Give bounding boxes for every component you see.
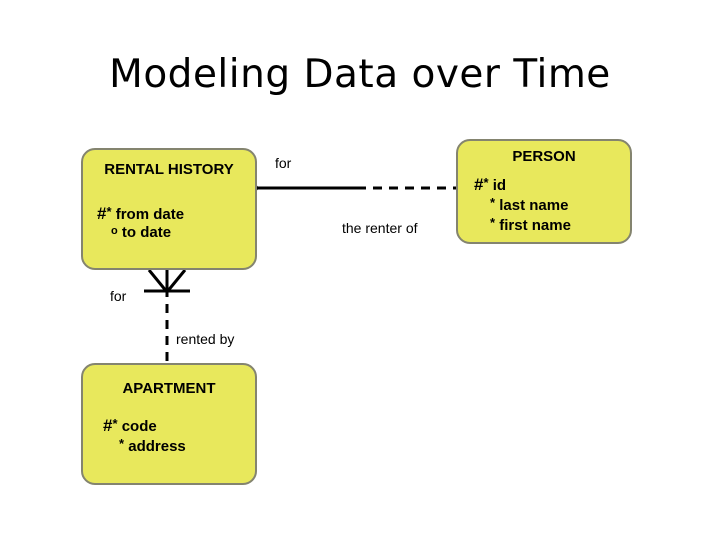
- mandatory-marker-icon: *: [119, 436, 125, 451]
- mandatory-marker-icon: *: [490, 195, 496, 210]
- attribute-list-person: #* id * last name * first name: [458, 174, 646, 234]
- attribute-label: last name: [499, 197, 569, 214]
- entity-rental-history[interactable]: RENTAL HISTORY #* from date o to date: [81, 148, 257, 270]
- attribute-list-apartment: #* code * address: [83, 415, 275, 455]
- page-title: Modeling Data over Time: [109, 52, 611, 97]
- entity-apartment[interactable]: APARTMENT #* code * address: [81, 363, 257, 485]
- primary-key-marker-icon: #: [474, 175, 484, 194]
- attribute-row: #* from date: [97, 203, 269, 223]
- entity-name-apartment: APARTMENT: [122, 380, 216, 397]
- relationship-label-the-renter-of: the renter of: [342, 220, 418, 236]
- relationship-label-for-person: for: [275, 155, 292, 171]
- relationship-label-for-apartment: for: [110, 288, 127, 304]
- attribute-row: * address: [103, 435, 275, 455]
- attribute-row: o to date: [97, 223, 269, 241]
- mandatory-marker-icon: *: [112, 416, 118, 431]
- attribute-label: id: [492, 177, 507, 194]
- attribute-row: #* id: [474, 174, 646, 194]
- primary-key-marker-icon: #: [103, 416, 113, 435]
- primary-key-marker-icon: #: [97, 204, 107, 223]
- mandatory-marker-icon: *: [483, 175, 489, 190]
- entity-name-rental-history: RENTAL HISTORY: [104, 161, 234, 178]
- entity-person[interactable]: PERSON #* id * last name * first name: [456, 139, 632, 244]
- optional-marker-icon: o: [111, 225, 118, 237]
- mandatory-marker-icon: *: [490, 215, 496, 230]
- attribute-row: * last name: [474, 194, 646, 214]
- attribute-row: * first name: [474, 214, 646, 234]
- attribute-list-rental-history: #* from date o to date: [83, 203, 269, 241]
- relationship-label-rented-by: rented by: [176, 331, 235, 347]
- attribute-row: #* code: [103, 415, 275, 435]
- attribute-label: address: [128, 438, 186, 455]
- entity-name-person: PERSON: [512, 148, 576, 165]
- mandatory-marker-icon: *: [106, 204, 112, 219]
- attribute-label: code: [121, 418, 157, 435]
- attribute-label: first name: [499, 217, 571, 234]
- attribute-label: from date: [115, 206, 185, 223]
- attribute-label: to date: [121, 224, 172, 241]
- crows-foot-apartment-end: [147, 269, 187, 293]
